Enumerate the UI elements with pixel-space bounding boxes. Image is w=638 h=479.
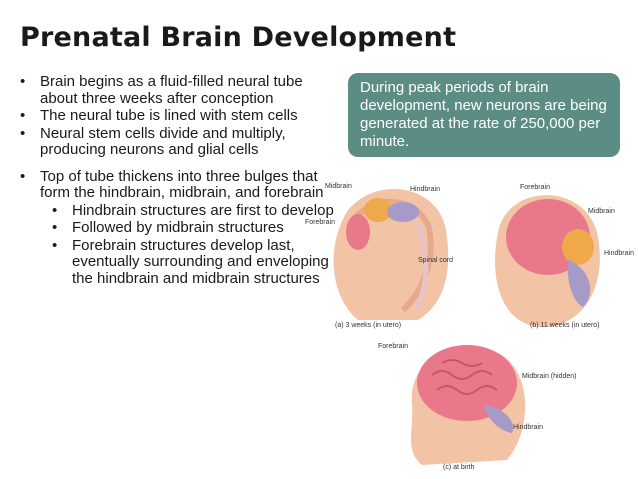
label-hindbrain-a: Hindbrain [410,186,440,193]
sub-bullet-item: Hindbrain structures are first to develo… [50,202,338,220]
caption-c: (c) at birth [443,464,475,471]
label-hindbrain-c: Hindbrain [513,424,543,431]
label-midbrain-c: Midbrain (hidden) [522,373,577,380]
caption-b: (b) 11 weeks (in utero) [530,322,600,329]
fetus-11-weeks-illustration [495,195,600,328]
label-hindbrain-b: Hindbrain [604,250,634,257]
sub-bullet-item: Forebrain structures develop last, event… [50,237,338,288]
infant-at-birth-illustration [411,345,526,465]
sub-bullet-list: Hindbrain structures are first to develo… [40,202,338,288]
label-forebrain-b: Forebrain [520,184,550,191]
slide-title: Prenatal Brain Development [20,22,457,53]
bullet-text: Top of tube thickens into three bulges t… [40,167,324,201]
label-spinal-cord-a: Spinal cord [418,257,454,264]
callout-box: During peak periods of brain development… [348,73,620,157]
label-forebrain-a: Forebrain [305,219,335,226]
caption-a: (a) 3 weeks (in utero) [335,322,402,329]
bullet-item: Neural stem cells divide and multiply, p… [18,125,338,159]
embryo-3-weeks-illustration [333,188,449,320]
label-forebrain-c: Forebrain [378,343,408,350]
bullet-item: The neural tube is lined with stem cells [18,107,338,125]
label-midbrain-b: Midbrain [588,208,615,215]
bullet-list: Brain begins as a fluid-filled neural tu… [18,73,338,288]
bullet-item: Brain begins as a fluid-filled neural tu… [18,73,338,107]
sub-bullet-item: Followed by midbrain structures [50,219,338,237]
label-midbrain-a: Midbrain [325,183,352,190]
bullet-item: Top of tube thickens into three bulges t… [18,167,338,288]
